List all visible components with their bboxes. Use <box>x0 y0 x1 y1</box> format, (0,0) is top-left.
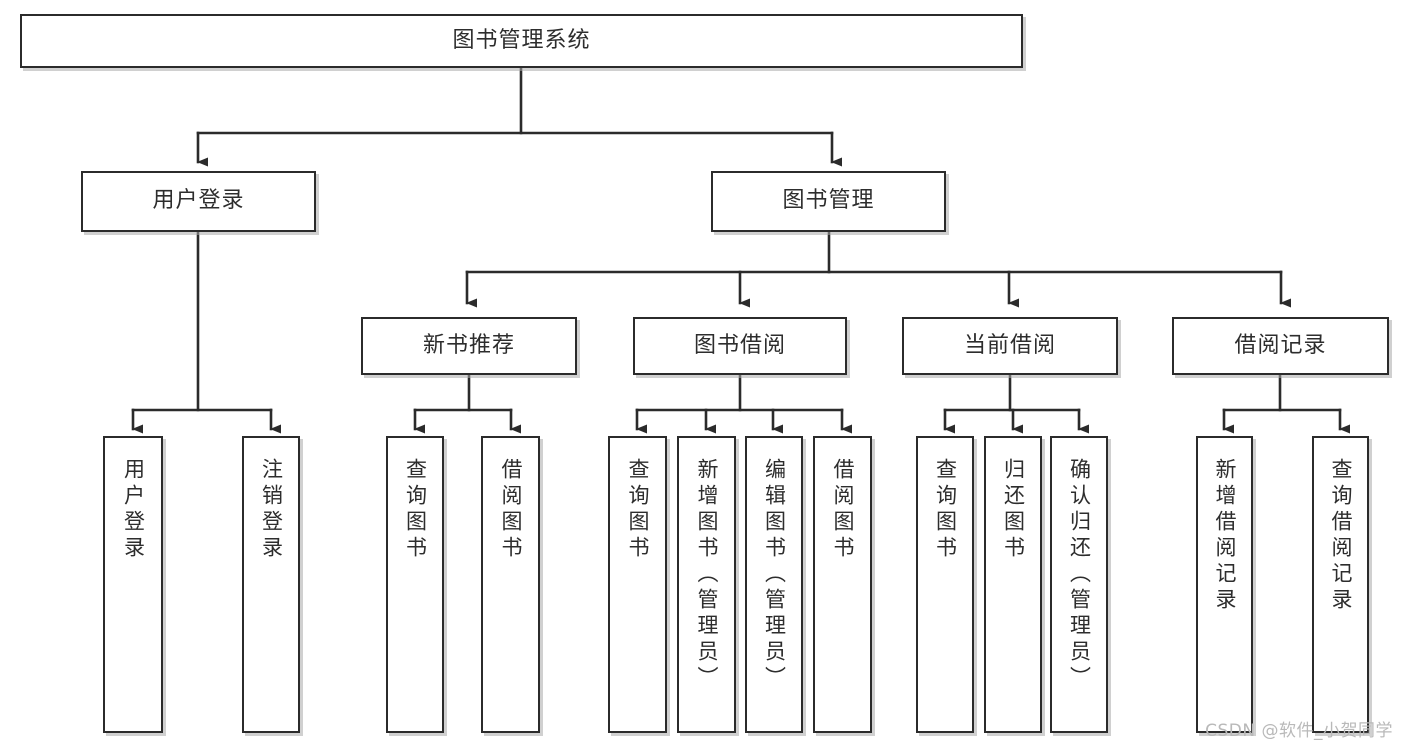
node-leaf-return-book[interactable]: 归还图书 <box>984 436 1042 733</box>
node-leaf-borrow-book-new-label: 借阅图书 <box>499 458 523 562</box>
edges-root-to-level2 <box>196 66 842 167</box>
edges-user-login-to-leaves <box>131 230 281 434</box>
node-leaf-edit-book-admin-label: 编辑图书（管理员） <box>762 458 787 692</box>
node-book-borrow[interactable]: 图书借阅 <box>633 317 847 375</box>
node-leaf-return-book-label: 归还图书 <box>1001 458 1026 562</box>
node-leaf-edit-book-admin[interactable]: 编辑图书（管理员） <box>745 436 803 733</box>
node-borrow-record[interactable]: 借阅记录 <box>1172 317 1389 375</box>
node-user-login[interactable]: 用户登录 <box>81 171 316 232</box>
node-leaf-add-borrow-record[interactable]: 新增借阅记录 <box>1196 436 1253 733</box>
node-leaf-logout-label: 注销登录 <box>259 458 284 562</box>
node-leaf-add-book-admin[interactable]: 新增图书（管理员） <box>677 436 736 733</box>
node-current-borrow[interactable]: 当前借阅 <box>902 317 1118 375</box>
node-leaf-query-book-current-label: 查询图书 <box>933 458 958 562</box>
node-root[interactable]: 图书管理系统 <box>20 14 1023 68</box>
node-leaf-query-book-borrow[interactable]: 查询图书 <box>608 436 667 733</box>
node-leaf-add-borrow-record-label: 新增借阅记录 <box>1213 458 1237 614</box>
node-book-borrow-label: 图书借阅 <box>693 332 786 358</box>
node-leaf-query-book-new[interactable]: 查询图书 <box>386 436 444 733</box>
node-leaf-user-login-label: 用户登录 <box>121 458 146 562</box>
node-leaf-query-borrow-record[interactable]: 查询借阅记录 <box>1312 436 1369 733</box>
node-leaf-query-book-current[interactable]: 查询图书 <box>916 436 974 733</box>
node-leaf-borrow-book-label: 借阅图书 <box>831 458 855 562</box>
node-leaf-confirm-return-admin[interactable]: 确认归还（管理员） <box>1050 436 1108 733</box>
node-root-label: 图书管理系统 <box>452 27 591 53</box>
node-leaf-borrow-book[interactable]: 借阅图书 <box>813 436 872 733</box>
node-leaf-query-book-borrow-label: 查询图书 <box>626 458 650 562</box>
node-leaf-confirm-return-admin-label: 确认归还（管理员） <box>1067 458 1092 692</box>
node-leaf-borrow-book-new[interactable]: 借阅图书 <box>481 436 540 733</box>
edges-book-mgmt-to-level3 <box>465 230 1291 308</box>
edges-borrow-record-to-leaves <box>1222 374 1350 434</box>
node-new-book-recommend[interactable]: 新书推荐 <box>361 317 577 375</box>
edges-borrow-to-leaves <box>635 374 852 434</box>
node-book-management-label: 图书管理 <box>782 188 875 214</box>
node-leaf-user-login[interactable]: 用户登录 <box>103 436 163 733</box>
node-new-book-recommend-label: 新书推荐 <box>422 332 515 358</box>
node-book-management[interactable]: 图书管理 <box>711 171 946 232</box>
node-current-borrow-label: 当前借阅 <box>963 332 1056 358</box>
edges-current-borrow-to-leaves <box>943 374 1089 434</box>
node-leaf-logout[interactable]: 注销登录 <box>242 436 300 733</box>
node-leaf-add-book-admin-label: 新增图书（管理员） <box>695 458 719 692</box>
node-borrow-record-label: 借阅记录 <box>1234 332 1327 358</box>
edges-new-book-to-leaves <box>413 374 521 434</box>
node-leaf-query-book-new-label: 查询图书 <box>403 458 428 562</box>
node-user-login-label: 用户登录 <box>152 188 245 214</box>
node-leaf-query-borrow-record-label: 查询借阅记录 <box>1329 458 1353 614</box>
